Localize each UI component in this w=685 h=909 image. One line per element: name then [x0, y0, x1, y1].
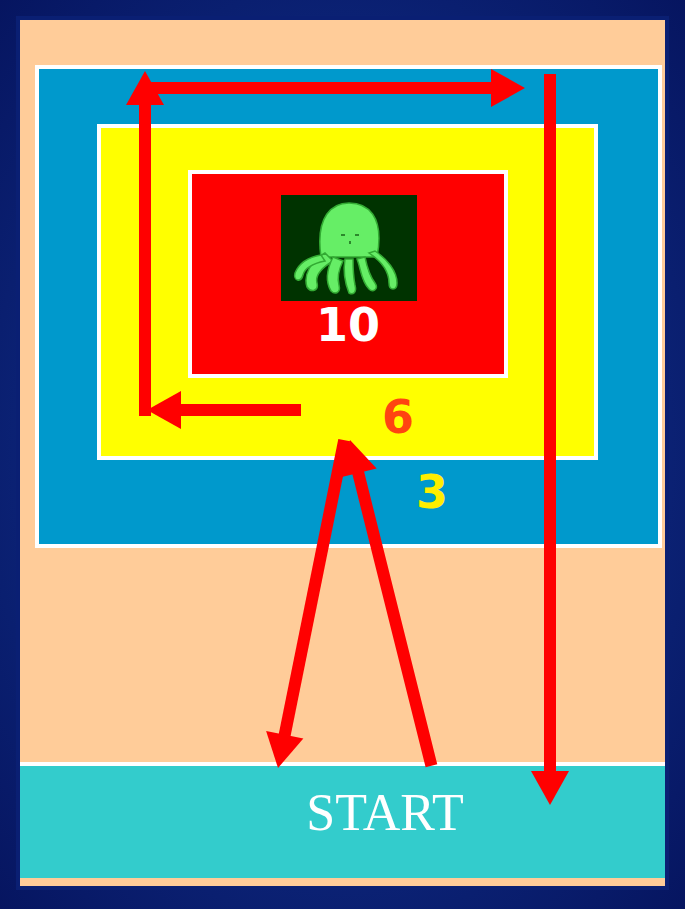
score-number: 6	[152, 390, 645, 444]
arrow-head	[266, 731, 303, 768]
score-zone: 3610	[35, 65, 662, 548]
score-number: 10	[192, 298, 504, 352]
arrow-line	[139, 101, 151, 410]
arrow-line	[145, 82, 495, 94]
path-arrow	[126, 69, 569, 805]
arrow-line	[284, 446, 343, 739]
octopus-picture	[281, 195, 417, 301]
arrow-head	[147, 391, 181, 429]
arrow-head	[126, 71, 164, 105]
arrow-head	[340, 440, 377, 478]
start-label: START	[63, 783, 685, 842]
path-arrow	[266, 446, 343, 768]
arrow-line	[357, 469, 430, 760]
arrow-line	[544, 80, 556, 775]
arrow-line	[177, 404, 295, 416]
arrow-head	[531, 771, 569, 805]
score-number: 3	[123, 465, 685, 519]
arrow-head	[491, 69, 525, 107]
start-band: START	[20, 762, 665, 878]
path-arrow	[340, 440, 430, 760]
